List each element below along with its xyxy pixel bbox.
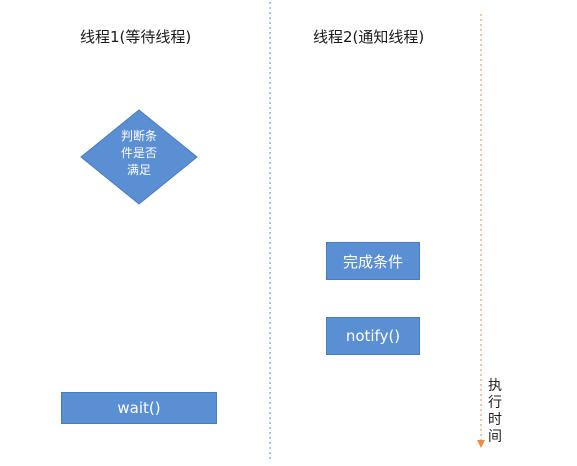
execution-time-char-4: 间 xyxy=(488,429,502,445)
condition-line-3: 满足 xyxy=(126,163,151,177)
wait-label: wait() xyxy=(117,399,161,417)
notify-box: notify() xyxy=(326,317,420,355)
execution-time-char-1: 执 xyxy=(488,378,502,394)
condition-line-2: 件是否 xyxy=(120,146,157,160)
execution-time-label: 执 行 时 间 xyxy=(486,378,504,446)
condition-line-1: 判断条 xyxy=(120,129,157,143)
thread1-title: 线程1(等待线程) xyxy=(80,28,192,46)
complete-condition-label: 完成条件 xyxy=(342,252,403,271)
execution-time-char-3: 时 xyxy=(488,412,502,428)
wait-box: wait() xyxy=(61,392,217,424)
complete-condition-box: 完成条件 xyxy=(326,242,420,280)
condition-diamond xyxy=(80,109,198,205)
execution-time-char-2: 行 xyxy=(488,395,502,411)
timeline-arrow-head xyxy=(477,440,485,448)
condition-check-label: 判断条 件是否 满足 xyxy=(104,128,174,179)
notify-label: notify() xyxy=(345,327,401,345)
thread2-title: 线程2(通知线程) xyxy=(313,28,425,46)
